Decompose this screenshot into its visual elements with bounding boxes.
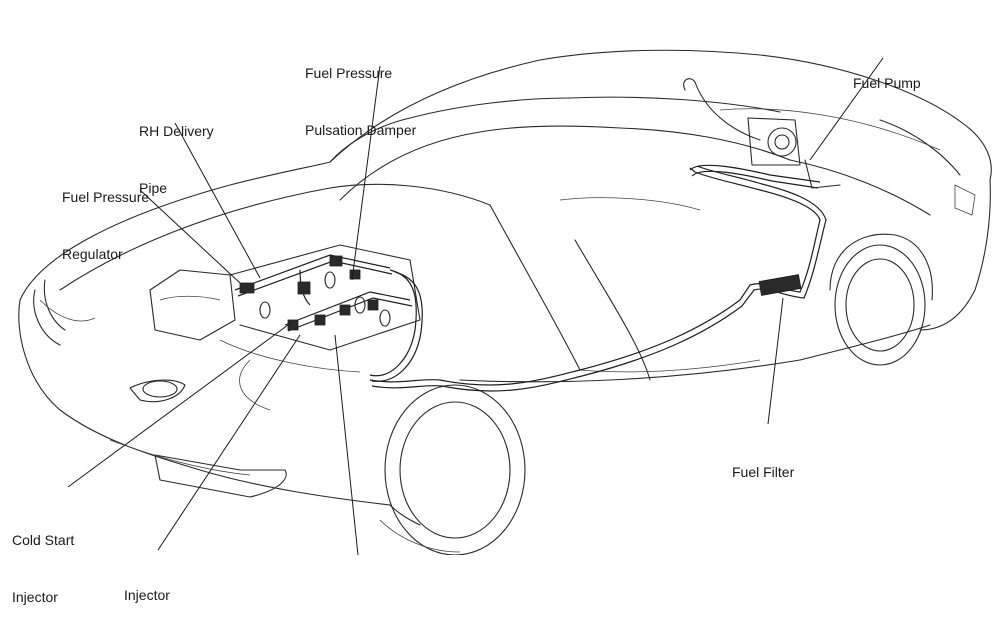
label-fuel-pump: Fuel Pump <box>853 36 921 112</box>
fuel-tank <box>683 78 941 189</box>
leader-rh-delivery-pipe <box>174 122 261 279</box>
label-line: Pipe <box>139 180 168 196</box>
label-fuel-pressure-pulsation-damper: Fuel Pressure Pulsation Damper <box>305 26 416 159</box>
leader-pulsation-damper <box>351 65 381 281</box>
label-line: Injector <box>12 589 58 605</box>
label-line: Injector <box>124 587 170 603</box>
label-line: Fuel Pressure <box>62 189 150 205</box>
leader-bottom <box>334 334 359 556</box>
label-line: Cold Start <box>12 532 75 548</box>
label-injector: Injector <box>124 548 170 624</box>
rear-wheel <box>829 233 933 366</box>
leader-cold-start-injector <box>67 321 293 488</box>
front-wheel <box>379 384 526 556</box>
engine <box>149 244 421 411</box>
fuel-line <box>369 165 827 392</box>
label-line: RH Delivery <box>139 123 214 139</box>
label-line: Fuel Pump <box>853 75 921 91</box>
label-fuel-pressure-regulator: Fuel Pressure Regulator <box>62 150 149 283</box>
leader-fuel-filter <box>767 297 784 425</box>
fuel-rails <box>234 254 423 382</box>
leader-lines <box>67 57 884 556</box>
label-line: Fuel Pressure <box>305 65 393 81</box>
label-line: Pulsation Damper <box>305 122 417 138</box>
leader-fuel-pump <box>809 57 884 161</box>
fuel-system-diagram: Fuel Pressure Pulsation Damper RH Delive… <box>12 26 992 605</box>
leader-injector <box>157 334 301 551</box>
label-rh-delivery-pipe: RH Delivery Pipe <box>139 84 214 217</box>
label-fuel-filter: Fuel Filter <box>732 425 794 501</box>
car-drawing <box>18 49 992 556</box>
leader-pressure-regulator <box>139 189 241 284</box>
label-line: Regulator <box>62 246 123 262</box>
label-cold-start-injector: Cold Start Injector <box>12 493 74 626</box>
label-line: Fuel Filter <box>732 464 795 480</box>
front-lights <box>39 299 287 498</box>
